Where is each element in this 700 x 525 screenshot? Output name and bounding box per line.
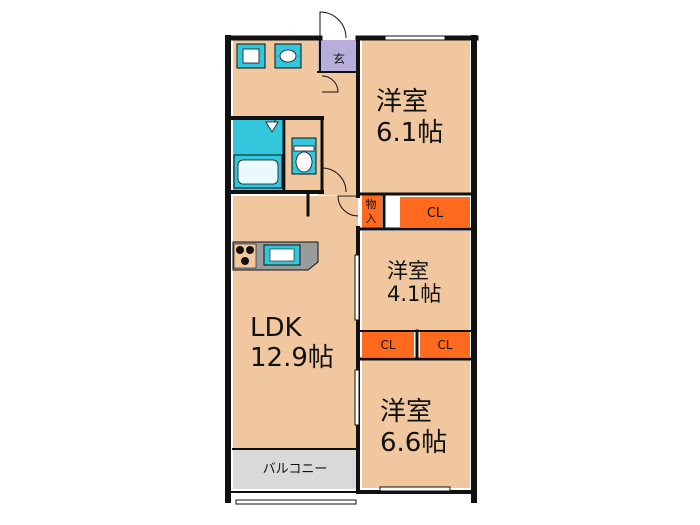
washing-machine-icon [236, 43, 266, 69]
closet-mid-left [362, 331, 414, 357]
sink-icon [274, 43, 302, 69]
bedroom-top-floor [362, 40, 470, 194]
bedroom-mid-name: 洋室 [387, 259, 429, 283]
closet-mid-right-label: CL [437, 338, 452, 352]
bedroom-bottom-size: 6.6帖 [380, 428, 447, 458]
bedroom-mid-floor [362, 231, 470, 331]
entrance-label: 玄 [333, 51, 345, 66]
bathtub-icon [233, 121, 283, 189]
storage-label-2: 入 [366, 212, 377, 225]
kitchen-sink-icon [263, 244, 301, 266]
toilet-icon [291, 137, 317, 175]
balcony-area [233, 449, 358, 489]
closet-top-label: CL [427, 206, 444, 221]
storage-area [362, 194, 382, 228]
entrance-area [318, 40, 358, 73]
ldk-name: LDK [250, 313, 303, 343]
stove-icon [233, 243, 257, 269]
bedroom-top-name: 洋室 [376, 87, 428, 117]
closet-mid-right [420, 331, 470, 357]
balcony-label: バルコニー [263, 462, 328, 477]
ldk-size: 12.9帖 [250, 343, 334, 373]
windows [235, 35, 451, 505]
bedroom-bottom-floor [362, 360, 470, 488]
ldk-floor [233, 196, 358, 449]
closet-top [400, 197, 470, 227]
bedroom-top-size: 6.1帖 [376, 118, 443, 148]
closet-mid-left-label: CL [380, 338, 395, 352]
storage-label-1: 物 [366, 197, 377, 211]
bedroom-bottom-name: 洋室 [380, 397, 432, 427]
bedroom-mid-size: 4.1帖 [387, 282, 441, 306]
